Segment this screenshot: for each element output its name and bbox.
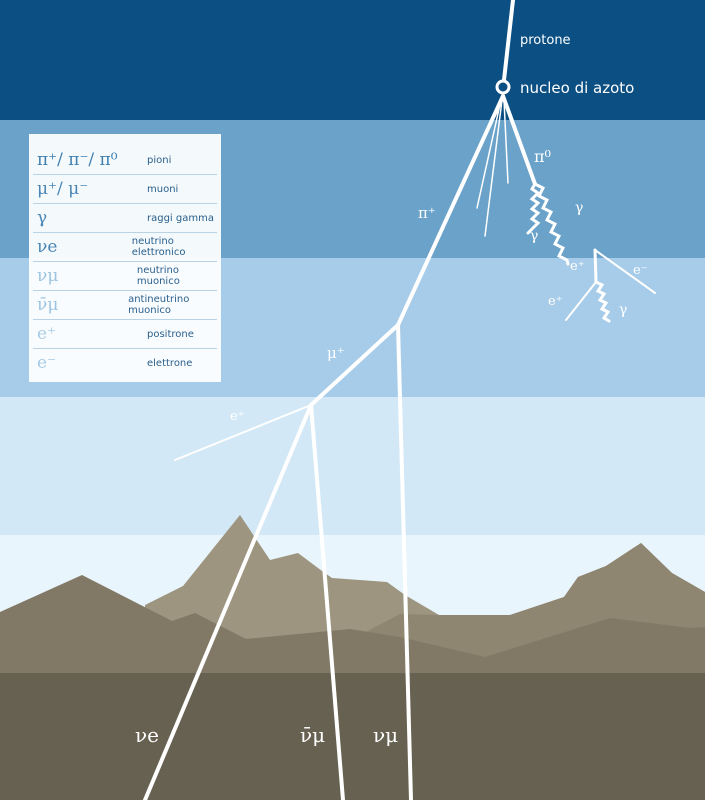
legend-row-electron: e⁻ elettrone [33,349,217,377]
mountain-front [0,575,705,673]
gamma-wave-1 [533,182,570,266]
atmosphere-band-4 [0,397,705,535]
legend-desc: antineutrino muonico [128,294,190,316]
electron-track [594,249,656,294]
legend-symbol: γ [37,208,48,228]
legend-desc: neutrino muonico [136,265,180,287]
legend-desc: positrone [147,328,194,340]
pi0-track [501,94,537,186]
label-e-plus-1: e⁺ [570,259,585,274]
legend: π⁺/ π⁻/ π⁰ pioni μ⁺/ μ⁻ muoni γ raggi gamma… [29,134,221,382]
label-pi0: π⁰ [534,147,551,166]
label-mu-plus: μ⁺ [327,344,345,362]
label-gamma-1: γ [575,200,583,216]
legend-row-gamma: γ raggi gamma [33,204,217,233]
positron-track-2 [565,281,597,321]
label-e-minus-1: e⁻ [633,263,648,278]
label-e-plus-3: e⁺ [230,409,245,424]
legend-symbol: νμ [37,266,59,286]
proton-track [502,0,515,82]
legend-symbol: μ⁺/ μ⁻ [37,179,89,199]
label-e-plus-2: e⁺ [548,294,563,309]
legend-row-nu-e: νe neutrino elettronico [33,233,217,262]
legend-desc: neutrino elettronico [131,236,186,258]
legend-symbol: ν̄μ [37,295,59,315]
mu-plus-track [309,323,400,407]
legend-row-positron: e⁺ positrone [33,320,217,349]
label-protone: protone [520,33,571,48]
label-nu-e: νe [135,723,159,747]
label-gamma-3: γ [619,302,627,318]
legend-desc: muoni [147,183,179,195]
legend-symbol: π⁺/ π⁻/ π⁰ [37,150,118,170]
legend-symbol: e⁺ [37,324,57,344]
legend-desc: raggi gamma [147,212,214,224]
legend-desc: pioni [147,154,172,166]
nitrogen-nucleus [495,79,511,95]
atmosphere-band-1 [0,0,705,120]
ground [0,673,705,800]
legend-symbol: e⁻ [37,353,57,373]
positron-track-1 [593,248,598,284]
label-pi-plus: π⁺ [418,204,436,222]
positron-track-3 [174,404,312,461]
legend-row-pions: π⁺/ π⁻/ π⁰ pioni [33,146,217,175]
nu-mu-track [396,323,413,800]
legend-row-nu-mu: νμ neutrino muonico [33,262,217,291]
anti-nu-mu-track [309,403,345,800]
minor-track [476,99,502,209]
legend-row-muons: μ⁺/ μ⁻ muoni [33,175,217,204]
pi-plus-track [396,94,505,327]
label-gamma-2: γ [530,228,538,244]
label-nucleus: nucleo di azoto [520,79,634,97]
nu-e-track [143,403,313,800]
legend-row-anti-nu-mu: ν̄μ antineutrino muonico [33,291,217,320]
minor-track [503,99,509,184]
label-anti-nu-mu: ν̄μ [300,723,325,747]
label-nu-mu: νμ [373,723,398,747]
gamma-wave-2 [526,182,541,235]
minor-track [484,99,503,237]
legend-desc: elettrone [147,357,193,369]
gamma-wave-3 [594,280,611,323]
legend-symbol: νe [37,237,58,257]
